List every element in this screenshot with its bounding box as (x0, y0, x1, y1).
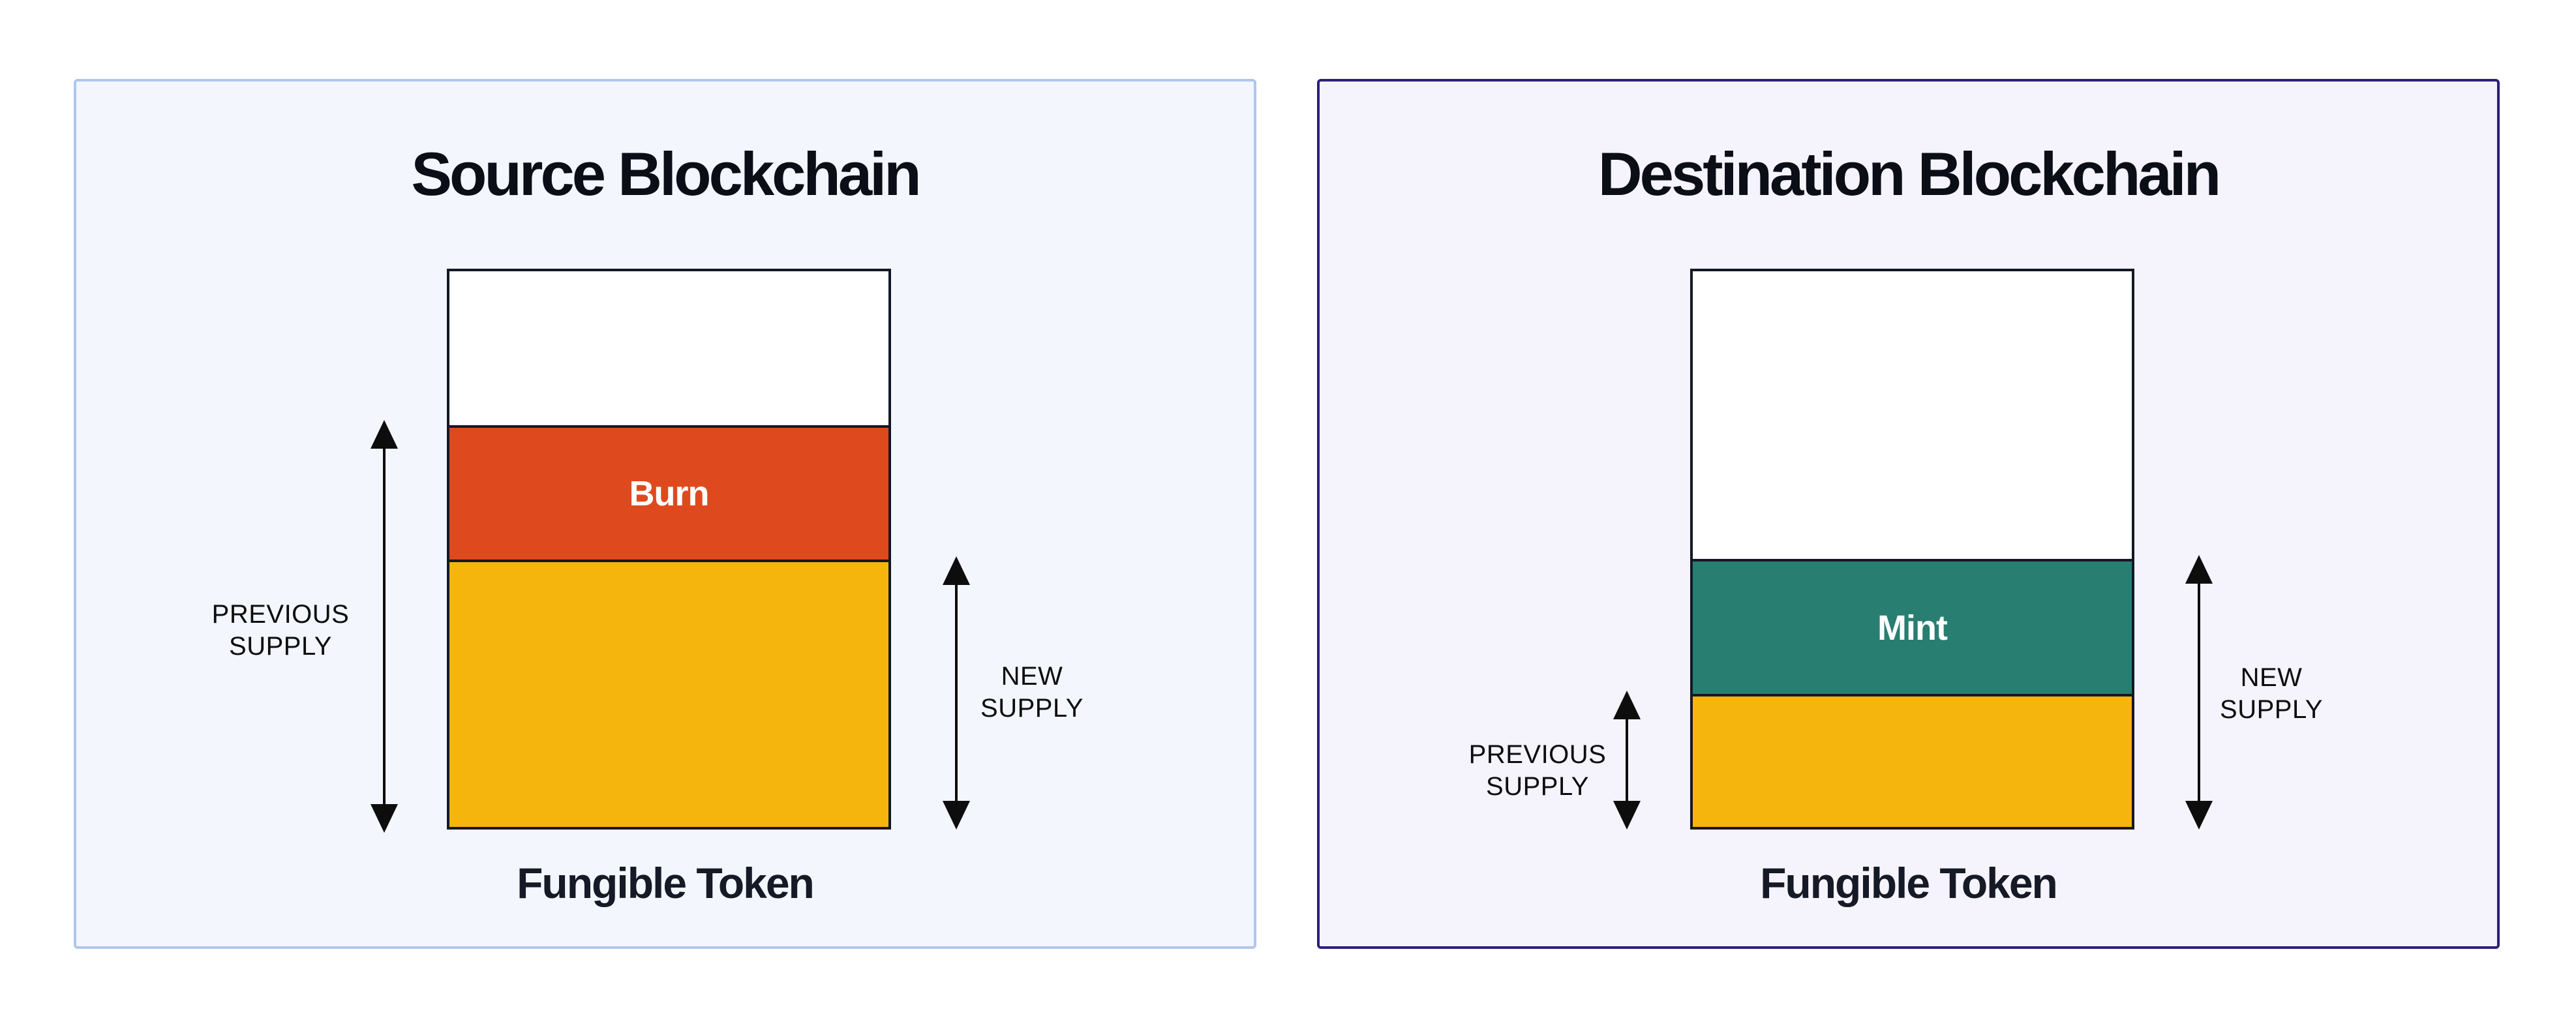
destination-previous-supply-arrow (1613, 691, 1641, 830)
source-token-caption: Fungible Token (517, 859, 815, 907)
destination-mint-segment: Mint (1693, 559, 2132, 694)
label-line: PREVIOUS (211, 600, 350, 629)
destination-token-supply-bar: Mint (1690, 269, 2134, 830)
source-previous-supply-label: PREVIOUS SUPPLY (117, 599, 444, 663)
source-blockchain-panel: Source Blockchain Burn PREVIOUS SUPPLY N… (74, 79, 1256, 949)
arrow-down-head-icon (371, 804, 398, 833)
source-new-supply-label: NEW SUPPLY (869, 661, 1195, 725)
arrow-shaft (383, 443, 386, 809)
arrow-shaft (1626, 714, 1628, 806)
label-line: SUPPLY (229, 632, 332, 661)
source-token-supply-bar: Burn (447, 269, 891, 830)
label-line: SUPPLY (1486, 772, 1589, 801)
destination-unissued-supply-segment (1693, 271, 2132, 559)
source-remaining-supply-segment (449, 560, 888, 827)
destination-previous-supply-label: PREVIOUS SUPPLY (1374, 739, 1701, 803)
source-panel-title: Source Blockchain (411, 140, 921, 208)
destination-panel-title: Destination Blockchain (1598, 140, 2221, 208)
destination-token-caption: Fungible Token (1760, 859, 2058, 907)
label-line: SUPPLY (980, 694, 1083, 723)
arrow-shaft (955, 580, 958, 806)
label-line: NEW (2240, 663, 2303, 692)
destination-previous-supply-segment (1693, 694, 2132, 827)
source-removed-supply-segment (449, 271, 888, 425)
destination-new-supply-arrow (2185, 555, 2213, 830)
label-line: PREVIOUS (1468, 740, 1607, 769)
source-previous-supply-arrow (371, 420, 398, 833)
label-line: SUPPLY (2220, 695, 2323, 724)
burn-segment-label: Burn (629, 474, 710, 513)
arrow-shaft (2198, 578, 2200, 806)
mint-segment-label: Mint (1877, 608, 1948, 648)
source-burn-segment: Burn (449, 425, 888, 560)
arrow-down-head-icon (943, 801, 970, 830)
arrow-down-head-icon (2185, 801, 2213, 830)
label-line: NEW (1001, 662, 1063, 691)
destination-new-supply-label: NEW SUPPLY (2108, 662, 2434, 726)
arrow-down-head-icon (1613, 801, 1641, 830)
destination-blockchain-panel: Destination Blockchain Mint PREVIOUS SUP… (1317, 79, 2500, 949)
source-new-supply-arrow (943, 556, 970, 830)
